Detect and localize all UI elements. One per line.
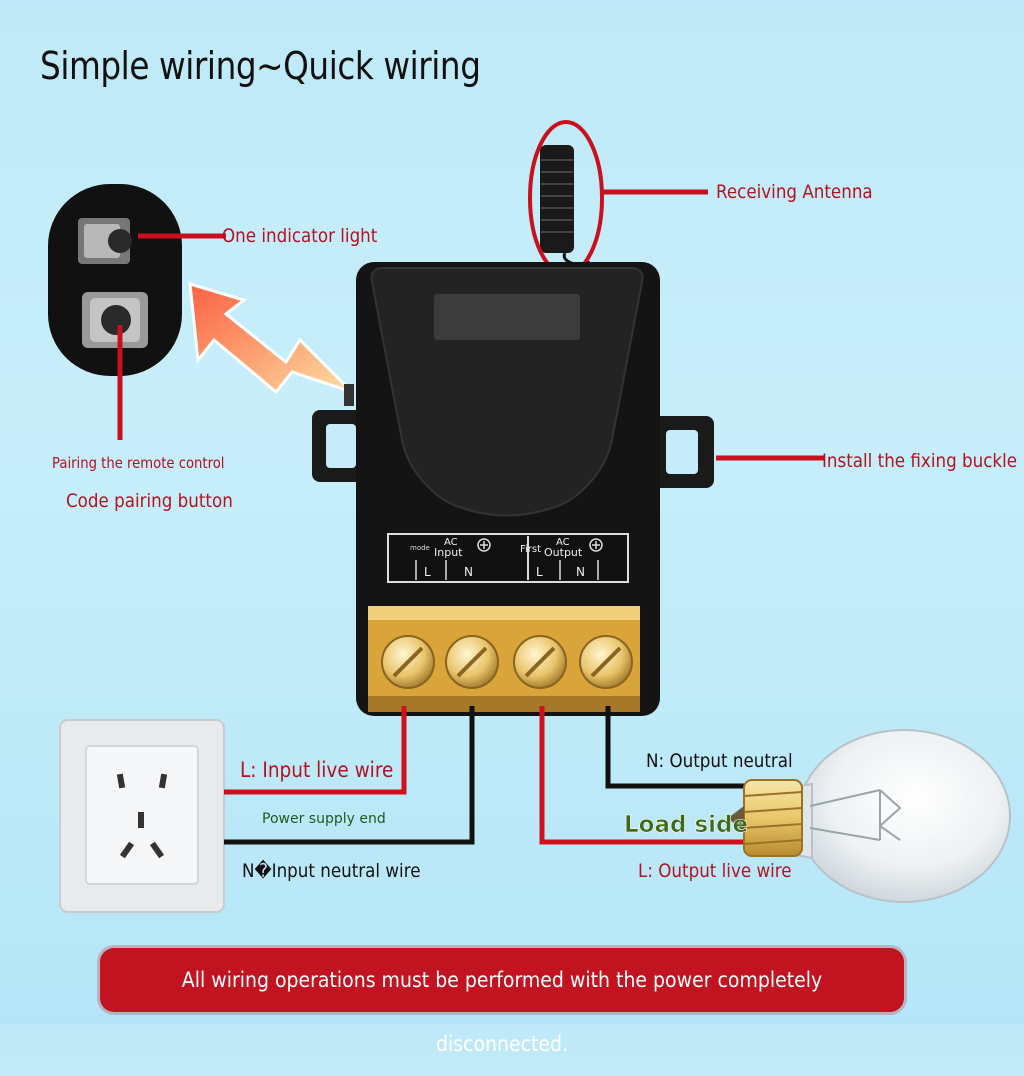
terminal-screw-input-n [445, 635, 499, 689]
input-neutral-wire-label: N�Input neutral wire [242, 860, 421, 882]
fixing-buckle-label: Install the fixing buckle [822, 450, 1018, 472]
output-live-wire-label: L: Output live wire [638, 860, 792, 882]
zoom-inset [48, 184, 182, 376]
panel-input-n: N [464, 565, 473, 579]
panel-ac-input-label: AC [444, 537, 458, 548]
output-neutral-label: N: Output neutral [646, 750, 793, 772]
page-title: Simple wiring~Quick wiring [40, 44, 481, 88]
warning-text: All wiring operations must be performed … [181, 968, 823, 1056]
panel-mode-label: mode [410, 544, 430, 552]
antenna-label: Receiving Antenna [716, 181, 873, 203]
panel-output-n: N [576, 565, 585, 579]
panel-input-label: Input [434, 546, 463, 559]
receiver-module [344, 262, 660, 716]
load-side-label: Load side [624, 812, 748, 838]
terminal-screw-input-l [381, 635, 435, 689]
antenna [540, 145, 591, 266]
pairing-remote-label: Pairing the remote control [52, 454, 225, 472]
input-live-wire [224, 706, 407, 795]
panel-input-l: L [424, 565, 431, 579]
input-neutral-wire [224, 706, 475, 845]
light-bulb [728, 729, 1011, 903]
terminal-screw-output-n [579, 635, 633, 689]
wiring-diagram: mode AC Input First AC Output L N L N [48, 120, 1011, 913]
wall-socket [59, 719, 225, 913]
right-buckle [648, 416, 714, 488]
panel-output-l: L [536, 565, 543, 579]
output-neutral-wire [605, 706, 760, 789]
warning-banner: All wiring operations must be performed … [100, 948, 904, 1056]
indicator-light-label: One indicator light [222, 225, 378, 247]
panel-ac-output-label: AC [556, 537, 570, 548]
output-live-wire [539, 706, 760, 845]
input-live-wire-label: L: Input live wire [240, 758, 394, 782]
power-supply-end-label: Power supply end [262, 811, 386, 827]
code-pairing-button-label: Code pairing button [66, 490, 233, 512]
panel-first-label: First [520, 544, 541, 555]
panel-output-label: Output [544, 546, 583, 559]
zoom-arrow [188, 281, 354, 395]
terminal-screw-output-l [513, 635, 567, 689]
